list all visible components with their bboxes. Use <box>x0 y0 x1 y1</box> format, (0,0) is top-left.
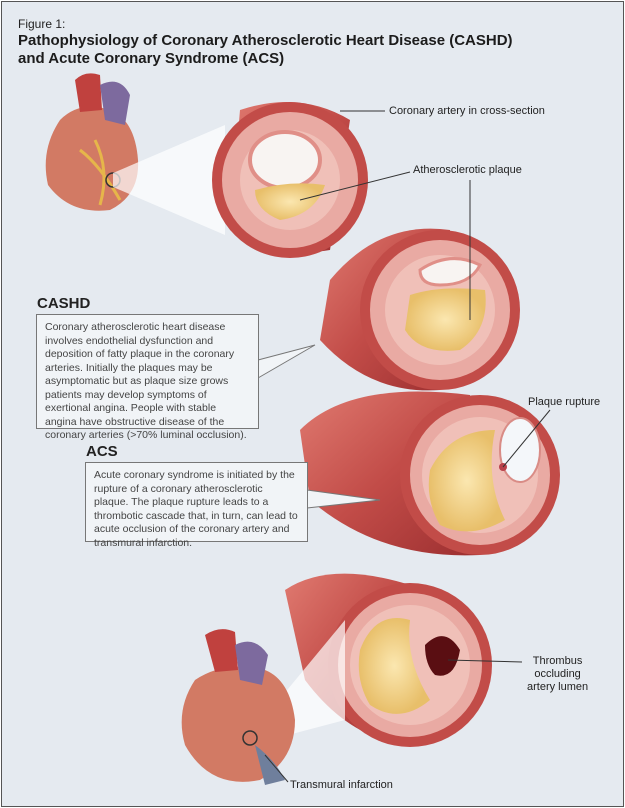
label-cross-section: Coronary artery in cross-section <box>389 105 545 117</box>
figure-label: Figure 1: <box>18 17 66 31</box>
artery-cross-section-thrombus <box>285 573 492 747</box>
figure-title: Pathophysiology of Coronary Atherosclero… <box>18 32 578 68</box>
artery-cross-section-stable-plaque <box>320 228 520 391</box>
cashd-description: Coronary atherosclerotic heart disease i… <box>36 314 259 441</box>
title-line-1: Pathophysiology of Coronary Atherosclero… <box>18 32 513 49</box>
thrombus-line-1: Thrombus <box>532 655 583 667</box>
title-line-2: and Acute Coronary Syndrome (ACS) <box>18 50 285 67</box>
label-plaque-rupture: Plaque rupture <box>528 396 601 408</box>
leader-lines <box>264 110 551 783</box>
heart-illustration-bottom <box>181 629 295 785</box>
acs-description: Acute coronary syndrome is initiated by … <box>85 462 308 549</box>
thrombus-line-3: artery lumen <box>527 681 589 693</box>
label-atherosclerotic-plaque: Atherosclerotic plaque <box>413 164 522 176</box>
acs-heading: ACS <box>86 443 118 460</box>
thrombus-line-2: occluding <box>534 668 581 680</box>
label-transmural-infarction: Transmural infarction <box>290 779 393 791</box>
cashd-heading: CASHD <box>37 295 91 312</box>
artery-cross-section-plaque-rupture <box>300 391 560 556</box>
artery-cross-section-normal <box>212 102 368 258</box>
label-thrombus: Thrombus occluding artery lumen <box>527 655 588 694</box>
